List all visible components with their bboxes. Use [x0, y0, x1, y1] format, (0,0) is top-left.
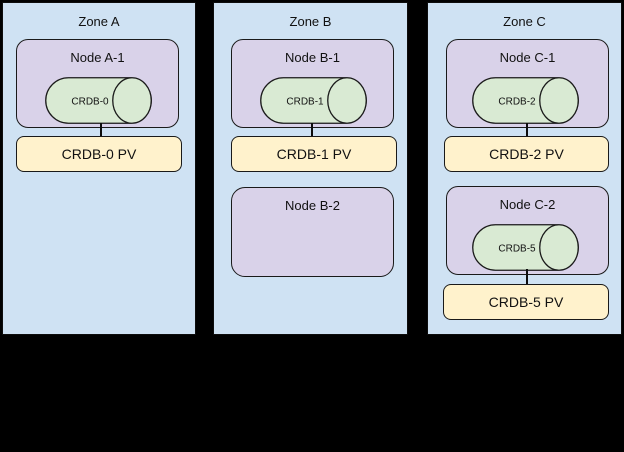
- node-c-1: Node C-1 CRDB-2: [446, 39, 609, 128]
- node-b-1: Node B-1 CRDB-1: [231, 39, 394, 128]
- node-a-1: Node A-1 CRDB-0: [16, 39, 179, 128]
- connector-crdb-1-to-pv: [311, 123, 313, 136]
- crdb-2-label: CRDB-2: [498, 97, 536, 108]
- crdb-2-database-cylinder-icon: CRDB-2: [472, 77, 579, 124]
- crdb-5-pv-box: CRDB-5 PV: [443, 284, 609, 320]
- zone-c: Zone C Node C-1 CRDB-2 CRDB-2 PV Node C-…: [427, 2, 622, 335]
- node-c-1-label: Node C-1: [499, 50, 556, 65]
- node-b-1-label: Node B-1: [285, 50, 340, 65]
- crdb-5-pv-label: CRDB-5 PV: [488, 294, 564, 310]
- zone-a: Zone A Node A-1 CRDB-0 CRDB-0 PV: [2, 2, 196, 335]
- crdb-5-label: CRDB-5: [498, 244, 536, 255]
- connector-crdb-5-to-pv: [526, 269, 528, 284]
- zone-a-label: Zone A: [78, 14, 120, 29]
- node-c-2: Node C-2 CRDB-5: [446, 186, 609, 275]
- crdb-0-database-cylinder-icon: CRDB-0: [45, 77, 152, 124]
- crdb-2-pv-box: CRDB-2 PV: [444, 136, 609, 172]
- crdb-0-pv-box: CRDB-0 PV: [16, 136, 182, 172]
- crdb-0-label: CRDB-0: [71, 97, 109, 108]
- zone-b-label: Zone B: [289, 14, 332, 29]
- crdb-1-label: CRDB-1: [286, 97, 324, 108]
- crdb-0-pv-label: CRDB-0 PV: [61, 146, 137, 162]
- node-a-1-label: Node A-1: [70, 50, 125, 65]
- crdb-1-database-cylinder-icon: CRDB-1: [260, 77, 367, 124]
- node-c-2-label: Node C-2: [499, 197, 556, 212]
- crdb-1-pv-label: CRDB-1 PV: [276, 146, 352, 162]
- zone-b: Zone B Node B-1 CRDB-1 CRDB-1 PV Node B-…: [213, 2, 408, 335]
- zone-c-label: Zone C: [503, 14, 546, 29]
- crdb-1-pv-box: CRDB-1 PV: [231, 136, 397, 172]
- connector-crdb-0-to-pv: [100, 123, 102, 136]
- node-b-2-label: Node B-2: [285, 198, 340, 213]
- node-b-2: Node B-2: [231, 187, 394, 277]
- crdb-2-pv-label: CRDB-2 PV: [489, 146, 564, 162]
- connector-crdb-2-to-pv: [526, 123, 528, 136]
- crdb-5-database-cylinder-icon: CRDB-5: [472, 224, 579, 271]
